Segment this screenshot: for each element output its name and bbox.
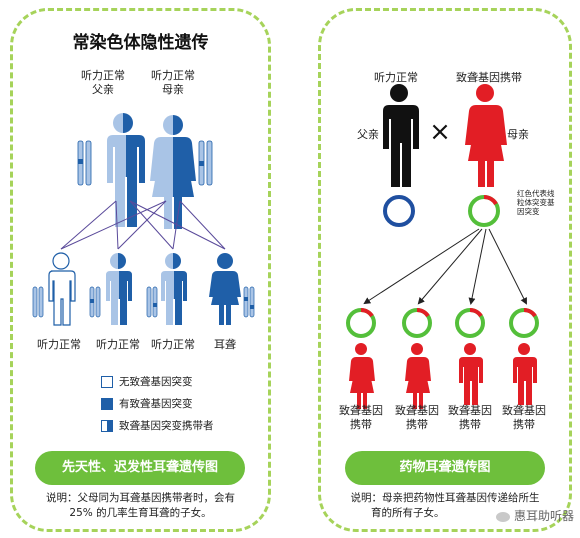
legend-text-carrier: 致聋基因突变携带者 <box>119 420 214 432</box>
inheritance-arrows <box>363 228 527 305</box>
child-3-figure <box>146 253 187 325</box>
left-note-line1: 说明：父母同为耳聋基因携带者时，会有 <box>46 492 235 504</box>
child-4-figure <box>209 253 255 325</box>
child-girl-2 <box>405 343 431 409</box>
mother-label: 母亲 <box>162 83 184 96</box>
child-3-label: 听力正常 <box>151 338 195 351</box>
child-figures-red <box>349 343 537 409</box>
child-3-carrier-line1: 致聋基因 <box>448 404 492 417</box>
father-chromosomes <box>77 140 92 186</box>
legend-text-normal: 无致聋基因突变 <box>119 376 193 388</box>
drug-induced-deafness-panel: 听力正常 致聋基因携带 父亲 母亲 × 红色代表线 粒体突变基 因突变 <box>318 8 572 532</box>
watermark-text: 惠耳助听器 <box>513 509 574 523</box>
left-title: 常染色体隐性遗传 <box>72 33 209 53</box>
annotation-line2: 粒体突变基 <box>517 198 555 207</box>
child-girl-1 <box>349 343 375 409</box>
child-3-carrier-line2: 携带 <box>459 418 481 431</box>
watermark: 惠耳助听器 <box>495 507 574 524</box>
legend-swatch-half <box>101 420 113 432</box>
child-4-label: 耳聋 <box>214 338 236 351</box>
child-1-figure <box>32 252 76 326</box>
child-1-carrier-line2: 携带 <box>350 418 372 431</box>
left-note-line2: 25% 的几率生育耳聋的子女。 <box>69 507 212 519</box>
child-ring-3 <box>455 307 485 338</box>
mito-illustration <box>346 84 539 338</box>
child-1-label: 听力正常 <box>37 338 81 351</box>
wechat-icon <box>495 511 510 522</box>
child-ring-1 <box>346 307 376 338</box>
legend-swatch-filled <box>101 398 113 410</box>
mother-side-label: 母亲 <box>507 128 529 141</box>
child-2-carrier-line1: 致聋基因 <box>395 404 439 417</box>
father-hearing-label: 听力正常 <box>81 69 125 82</box>
child-2-label: 听力正常 <box>96 338 140 351</box>
annotation-line3: 因突变 <box>517 207 540 216</box>
father-black-figure <box>383 84 419 187</box>
mother-top-label: 致聋基因携带 <box>456 71 522 84</box>
child-4-carrier-line1: 致聋基因 <box>502 404 546 417</box>
child-boy-2 <box>513 343 537 405</box>
drug-deafness-button[interactable]: 药物耳聋遗传图 <box>345 451 545 485</box>
annotation-line1: 红色代表线 <box>517 189 555 198</box>
right-note-line2: 育的所有子女。 <box>371 507 445 519</box>
child-ring-2 <box>402 307 432 338</box>
cross-symbol: × <box>429 117 451 147</box>
legend-swatch-empty <box>101 376 113 388</box>
father-ring <box>383 195 415 227</box>
child-2-figure <box>89 253 132 325</box>
autosomal-recessive-panel: 常染色体隐性遗传 听力正常 父亲 听力正常 母亲 <box>10 8 271 532</box>
father-label: 父亲 <box>92 83 114 96</box>
pedigree-illustration <box>32 113 255 326</box>
legend-text-mutation: 有致聋基因突变 <box>119 398 193 410</box>
child-4-carrier-line2: 携带 <box>513 418 535 431</box>
child-1-carrier-line1: 致聋基因 <box>339 404 383 417</box>
mother-ring <box>468 195 500 227</box>
child-2-carrier-line2: 携带 <box>406 418 428 431</box>
father-side-label: 父亲 <box>357 128 379 141</box>
mother-red-figure <box>465 84 507 187</box>
child-boy-1 <box>459 343 483 405</box>
mother-hearing-label: 听力正常 <box>151 69 195 82</box>
father-figure <box>107 113 145 227</box>
father-top-label: 听力正常 <box>374 71 418 84</box>
child-ring-4 <box>509 307 539 338</box>
right-note-line1: 说明：母亲把药物性耳聋基因传递给所生 <box>350 492 540 504</box>
mother-figure <box>150 115 196 229</box>
mother-chromosomes <box>198 140 213 186</box>
inheritance-lines <box>60 200 226 250</box>
congenital-inheritance-button[interactable]: 先天性、迟发性耳聋遗传图 <box>35 451 245 485</box>
